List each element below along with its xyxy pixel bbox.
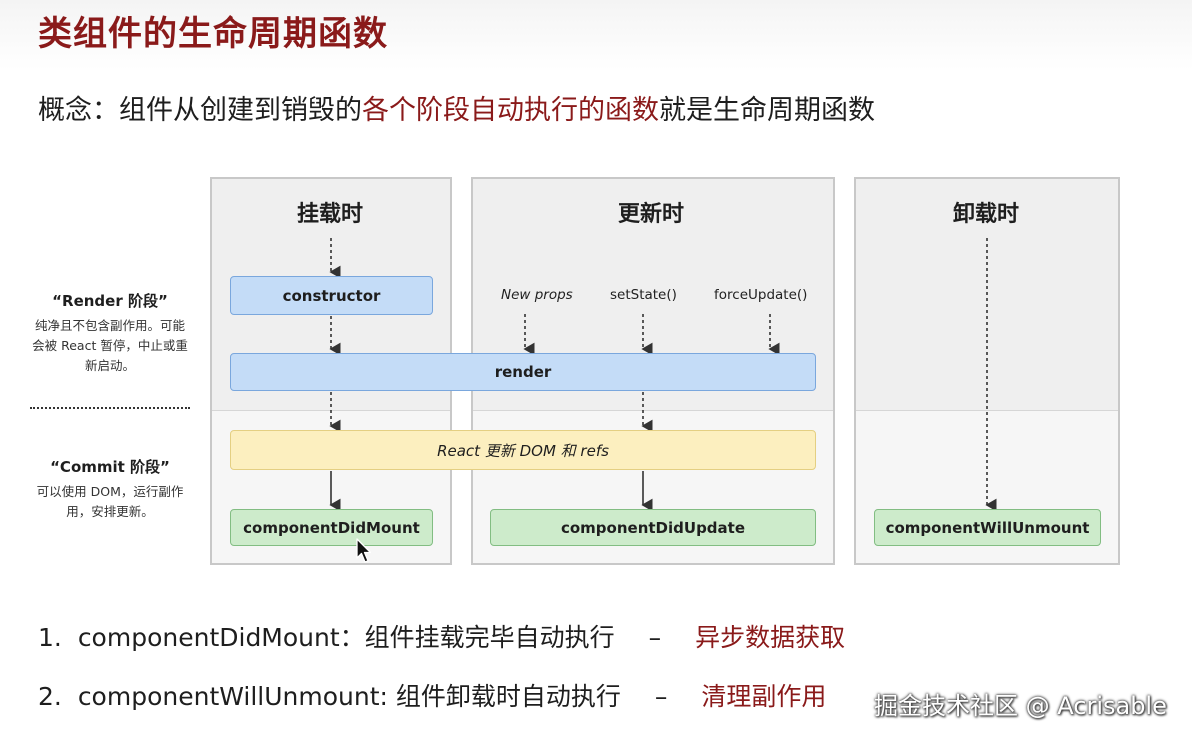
component-did-mount-box: componentDidMount [230, 509, 433, 546]
watermark: 掘金技术社区 @ Acrisable [874, 692, 1167, 720]
constructor-box: constructor [230, 276, 433, 315]
title-band [0, 0, 1192, 70]
list-dash-1: – [648, 623, 662, 652]
list-item-1: 1. componentDidMount：组件挂载完毕自动执行 – 异步数据获取 [38, 618, 845, 654]
concept-prefix: 概念：组件从创建到销毁的 [38, 95, 362, 126]
new-props-label: New props [501, 287, 573, 303]
list-highlight-1: 异步数据获取 [695, 623, 846, 652]
commit-phase-label: “Commit 阶段” [50, 458, 170, 476]
list-dash-2: – [654, 682, 668, 711]
render-phase-desc: 纯净且不包含副作用。可能会被 React 暂停，中止或重新启动。 [32, 318, 188, 373]
update-header: 更新时 [618, 202, 685, 227]
render-phase-label: “Render 阶段” [52, 292, 168, 310]
list-highlight-2: 清理副作用 [701, 682, 827, 711]
slide-title: 类组件的生命周期函数 [38, 14, 388, 54]
list-text-1: componentDidMount：组件挂载完毕自动执行 [77, 623, 615, 652]
unmount-phase-divider [856, 410, 1118, 411]
list-number-2: 2. [38, 682, 62, 711]
force-update-label: forceUpdate() [714, 287, 808, 303]
list-number-1: 1. [38, 623, 62, 652]
commit-phase-desc: 可以使用 DOM，运行副作用，安排更新。 [36, 484, 184, 519]
component-will-unmount-box: componentWillUnmount [874, 509, 1101, 546]
phase-divider-line [30, 407, 190, 409]
react-update-dom-box: React 更新 DOM 和 refs [230, 430, 816, 470]
concept-text: 概念：组件从创建到销毁的各个阶段自动执行的函数就是生命周期函数 [38, 88, 875, 127]
set-state-label: setState() [610, 287, 677, 303]
concept-highlight: 各个阶段自动执行的函数 [362, 95, 659, 126]
update-phase-divider [473, 410, 833, 411]
mouse-cursor-icon [356, 538, 372, 563]
mount-header: 挂载时 [297, 202, 364, 227]
component-did-update-box: componentDidUpdate [490, 509, 816, 546]
concept-suffix: 就是生命周期函数 [659, 95, 875, 126]
unmount-header: 卸载时 [953, 202, 1020, 227]
list-item-2: 2. componentWillUnmount: 组件卸载时自动执行 – 清理副… [38, 677, 826, 713]
render-box: render [230, 353, 816, 391]
list-text-2: componentWillUnmount: 组件卸载时自动执行 [77, 682, 621, 711]
